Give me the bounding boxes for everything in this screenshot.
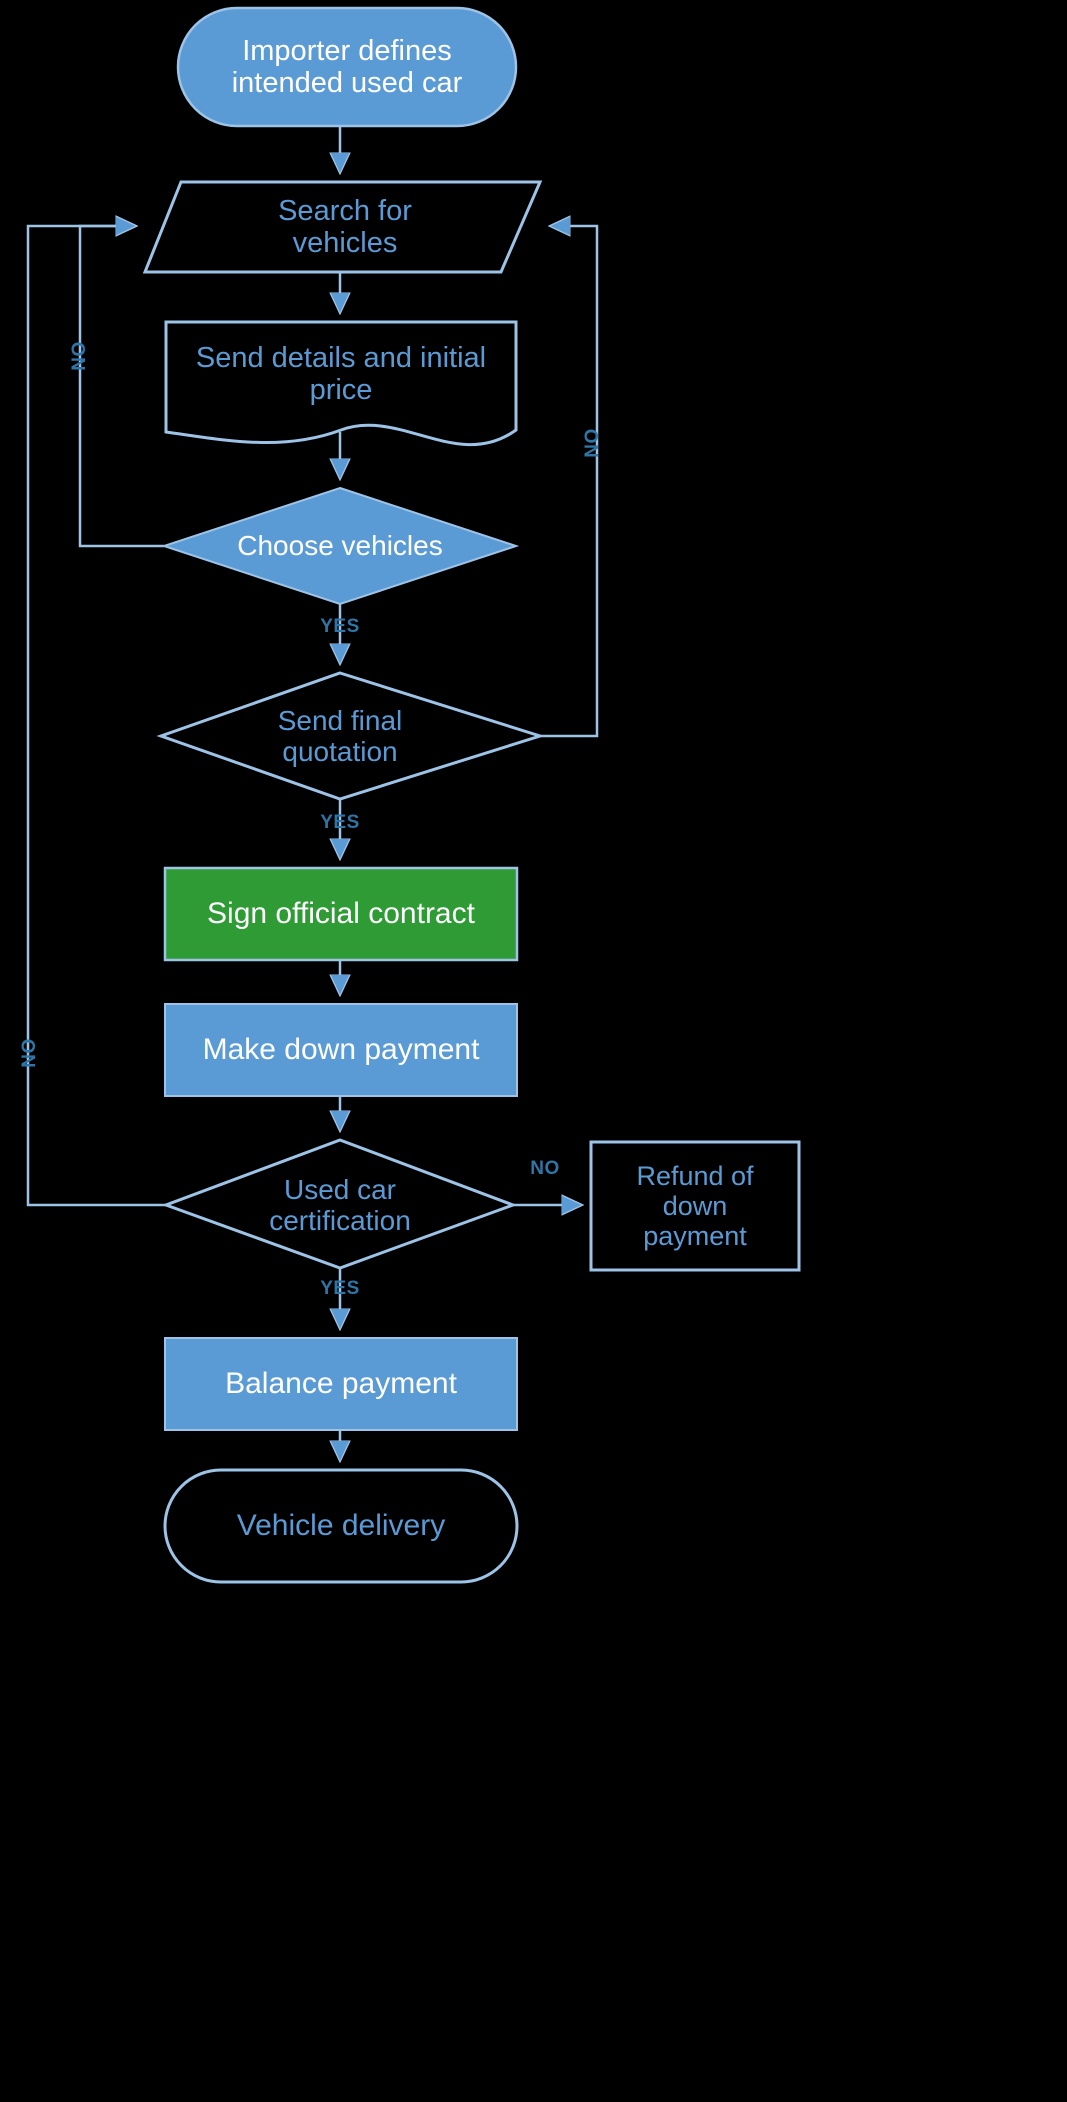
edge-label-quotation-yes: YES <box>320 812 360 833</box>
edge-label-certification-yes: YES <box>320 1278 360 1299</box>
node-quotation <box>156 671 545 801</box>
node-search <box>142 180 543 274</box>
edge-choose-no-search <box>78 226 164 548</box>
node-start <box>176 6 518 128</box>
node-certification <box>161 1138 518 1270</box>
node-delivery <box>163 1468 519 1584</box>
node-refund <box>589 1140 801 1272</box>
node-send-details <box>164 320 518 447</box>
node-choose <box>160 486 520 606</box>
edge-quotation-no-search <box>540 226 599 738</box>
edge-label-certification-no-right: NO <box>530 1158 560 1179</box>
edge-label-quotation-no: NO <box>582 428 603 458</box>
edge-label-choose-yes: YES <box>320 616 360 637</box>
edge-label-choose-no: NO <box>69 341 90 371</box>
edge-label-certification-no-left: NO <box>19 1038 40 1068</box>
node-contract <box>163 866 519 962</box>
edge-certification-no-search <box>26 226 166 1207</box>
node-downpayment <box>164 1003 518 1097</box>
node-balance <box>164 1337 518 1431</box>
